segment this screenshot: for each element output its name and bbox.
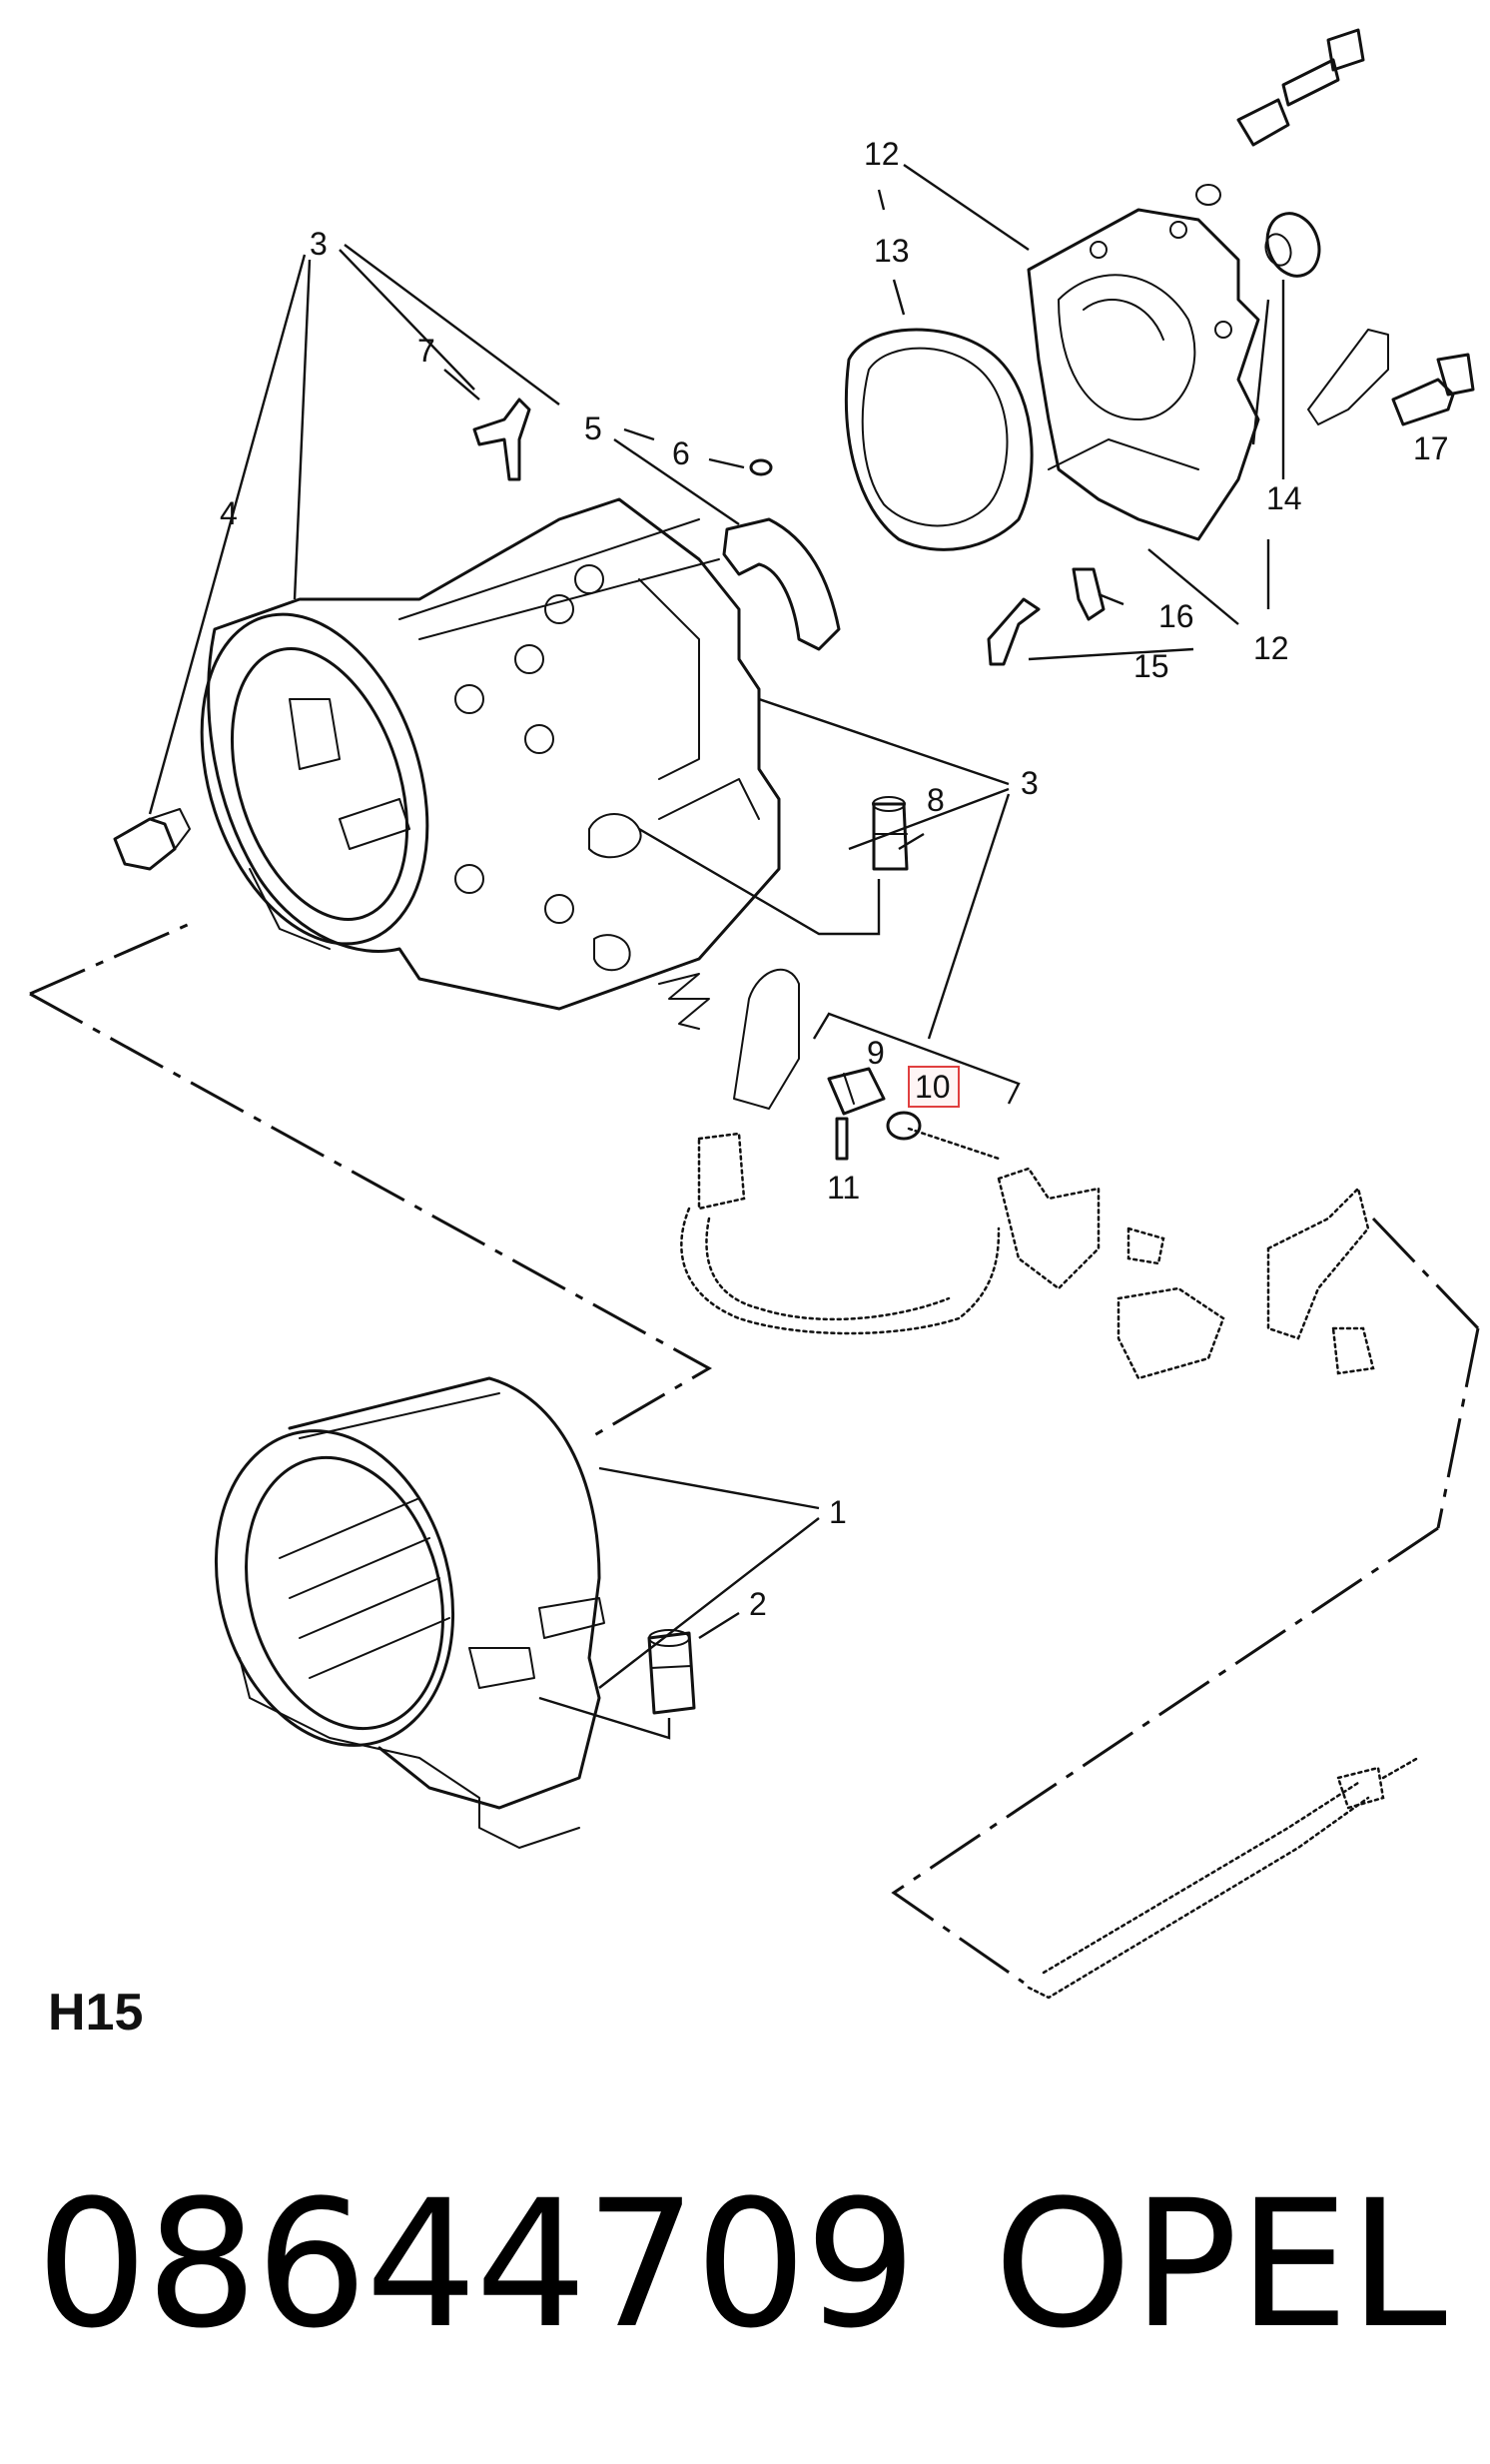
callout-2: 2 xyxy=(749,1586,767,1622)
lever-part-15 xyxy=(987,597,1041,666)
breather-part-12 xyxy=(1195,28,1365,206)
callout-1: 1 xyxy=(829,1494,847,1530)
washer xyxy=(593,934,631,972)
callout-10-highlight xyxy=(908,1066,960,1108)
figure-label: H15 xyxy=(48,1984,144,2042)
transmission-case xyxy=(200,497,781,1011)
rear-housing xyxy=(1027,208,1260,541)
gasket-part-13 xyxy=(845,328,1034,551)
dipstick xyxy=(1027,1756,1420,2000)
callout-14: 14 xyxy=(1266,480,1302,516)
bolt-part-17 xyxy=(1391,353,1475,426)
callout-10: 10 xyxy=(915,1069,951,1105)
plug-part-2 xyxy=(647,1629,696,1715)
callout-16: 16 xyxy=(1158,598,1194,634)
callout-12-top: 12 xyxy=(864,136,900,172)
brand-name: OPEL xyxy=(994,2162,1447,2367)
callout-9: 9 xyxy=(867,1035,885,1071)
bracket-part-5 xyxy=(722,517,841,651)
callout-6: 6 xyxy=(672,435,690,471)
seal-part-14 xyxy=(1264,212,1321,278)
o-ring-part-6 xyxy=(749,458,773,476)
leader-lines xyxy=(29,164,1480,1985)
callouts: 3 7 5 6 4 12 13 17 14 16 12 15 3 8 9 10 … xyxy=(220,136,1449,1622)
pin-part-9 xyxy=(827,1067,886,1116)
part-number: 08644709 xyxy=(36,2162,917,2367)
wiring-harness xyxy=(680,1127,1375,1380)
callout-3-middle: 3 xyxy=(1021,765,1039,801)
callout-13: 13 xyxy=(874,233,910,269)
plate xyxy=(733,968,800,1110)
callout-4: 4 xyxy=(220,495,238,531)
callout-3-upper: 3 xyxy=(310,226,328,262)
callout-8: 8 xyxy=(927,782,945,818)
callout-11: 11 xyxy=(827,1170,860,1206)
pin-part-16 xyxy=(1072,567,1106,621)
spring xyxy=(658,973,710,1030)
callout-12-lower: 12 xyxy=(1253,630,1289,666)
housing-part-1 xyxy=(214,1376,605,1849)
sleeve-part-8 xyxy=(872,796,909,871)
o-ring-part-10 xyxy=(886,1111,922,1141)
bracket xyxy=(1307,329,1389,425)
callout-7: 7 xyxy=(417,333,435,369)
plug-part-4 xyxy=(113,808,191,871)
callout-5: 5 xyxy=(584,411,602,446)
parts-diagram: 3 7 5 6 4 12 13 17 14 16 12 15 3 8 9 10 … xyxy=(29,28,1480,2000)
pin-part-11 xyxy=(835,1117,849,1161)
pipe-part-7 xyxy=(472,398,531,481)
callout-15: 15 xyxy=(1133,648,1169,684)
callout-17: 17 xyxy=(1413,430,1449,466)
